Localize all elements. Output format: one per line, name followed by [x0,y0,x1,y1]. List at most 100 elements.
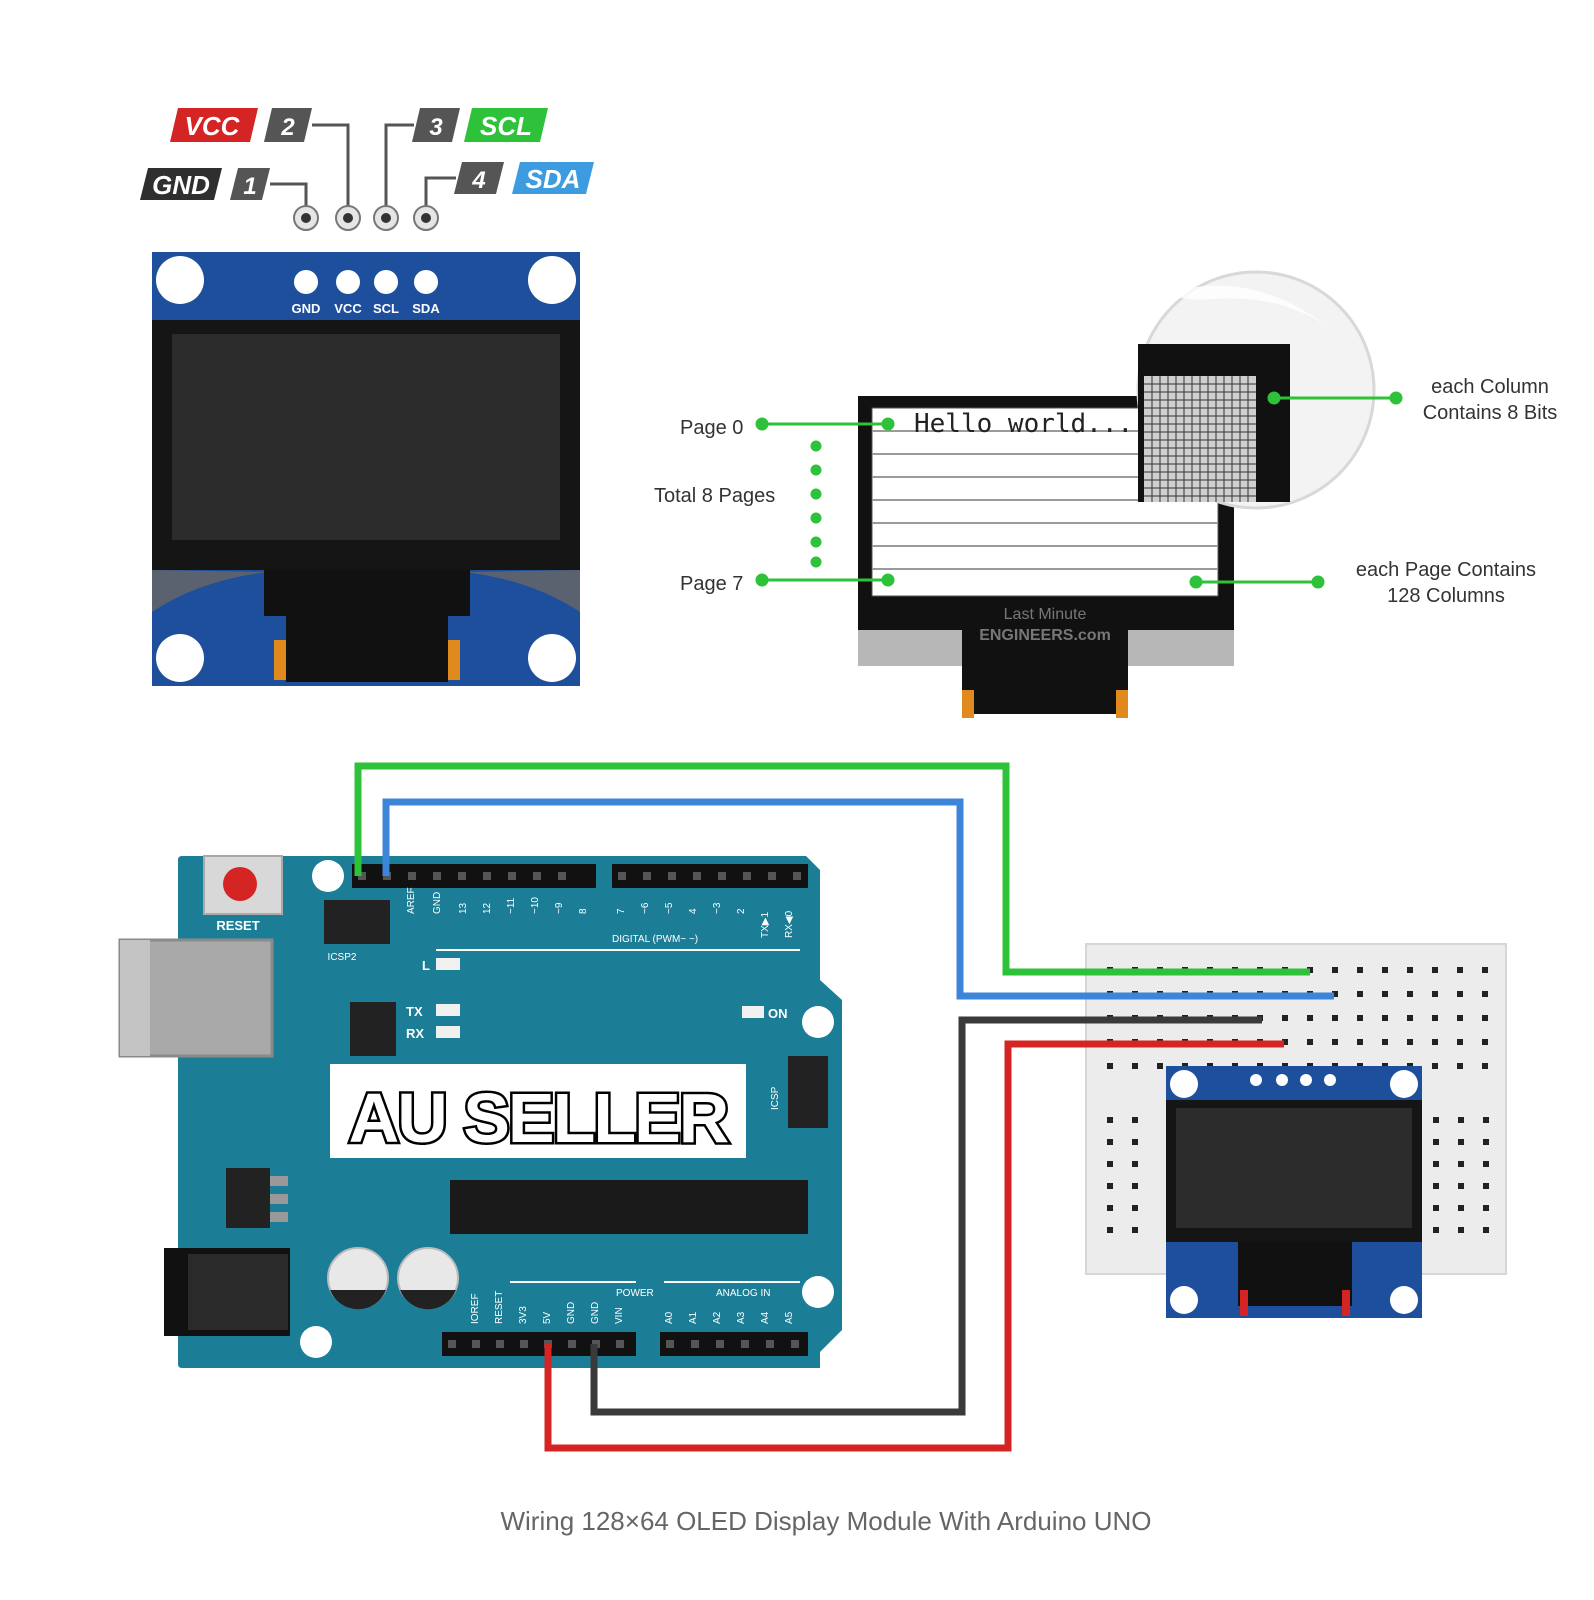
led-rx [436,1026,460,1038]
wires [354,762,1334,1452]
breadboard-hole [1433,1139,1439,1145]
mount-hole [528,634,576,682]
analog-header [660,1332,808,1356]
header-hole [483,872,491,880]
breadboard-hole [1483,1161,1489,1167]
header-hole [358,872,366,880]
header-hole [716,1340,724,1348]
usb-chip [350,1002,396,1056]
breadboard-hole [1407,1015,1413,1021]
breadboard-hole [1332,991,1338,997]
breadboard-hole [1407,967,1413,973]
breadboard-hole [1107,1117,1113,1123]
gnd-pin-number: 1 [243,173,256,200]
header-hole [458,872,466,880]
breadboard-hole [1483,1205,1489,1211]
header-label-vcc: VCC [334,301,362,316]
gnd-pin-tag: GND 1 [140,168,270,200]
vcc-label: VCC [185,111,241,141]
breadboard-hole [1433,1117,1439,1123]
page-note-line1: each Page Contains [1356,559,1536,581]
digital-header-left [352,864,596,888]
breadboard-hole [1433,1205,1439,1211]
led-rx-label: RX [406,1026,424,1041]
oled-module-small [1166,1066,1422,1318]
column-note-line2: Contains 8 Bits [1423,402,1558,424]
page-0-label: Page 0 [680,417,743,439]
breadboard-hole [1433,1183,1439,1189]
breadboard-hole [1483,1183,1489,1189]
breadboard-hole [1382,1015,1388,1021]
atmega-chip [450,1180,808,1234]
pin-label-a1: A1 [688,1311,699,1324]
breadboard-hole [1483,1227,1489,1233]
breadboard-hole [1282,1039,1288,1045]
sda-label: SDA [526,164,581,194]
wire-scl [382,798,1334,1000]
pin-label-3: ~3 [712,902,723,914]
breadboard-hole [1132,1063,1138,1069]
pin-label-gnd-2: GND [590,1302,601,1324]
breadboard-hole [1432,1039,1438,1045]
breadboard-hole [1382,1039,1388,1045]
pin-label-5v: 5V [542,1311,553,1324]
header-hole [643,872,651,880]
magnifier-lens [1136,270,1376,510]
breadboard-hole [1482,967,1488,973]
breadboard-hole [1132,1205,1138,1211]
gnd-header-label: GND [432,892,443,914]
pin-label-13: 13 [458,902,469,914]
breadboard-hole [1332,1015,1338,1021]
pin-label-reset: RESET [494,1291,505,1324]
breadboard-hole [1357,1039,1363,1045]
header-hole [666,1340,674,1348]
header-hole [408,872,416,880]
header-hole [791,1340,799,1348]
icsp2-label: ICSP2 [328,952,357,963]
header-hole [741,1340,749,1348]
pin-label-a0: A0 [664,1311,675,1324]
oled-module-large: GND VCC SCL SDA [152,252,580,686]
breadboard-hole [1483,1117,1489,1123]
digital-pin-labels: 13 12 ~11 ~10 ~9 8 7 ~6 ~5 4 ~3 2 TX▶1 R… [458,897,795,938]
breadboard-hole [1482,991,1488,997]
breadboard-hole [1132,1117,1138,1123]
breadboard-hole [1132,1183,1138,1189]
breadboard-hole [1457,991,1463,997]
header-hole [533,872,541,880]
pin-label-11: ~11 [506,897,517,914]
breadboard-hole [1332,1039,1338,1045]
brand-watermark-bottom: ENGINEERS.com [979,627,1111,644]
annotation-leaders [755,391,1403,589]
pin-label-9: ~9 [554,902,565,914]
icsp2-header [324,900,390,944]
pin-label-10: ~10 [530,897,541,914]
voltage-regulator [226,1168,270,1228]
reset-button [203,855,283,915]
brand-watermark-top: Last Minute [1004,606,1087,623]
pin-label-ioref: IOREF [470,1293,481,1324]
analog-in-label: ANALOG IN [716,1288,770,1299]
column-note-line1: each Column [1431,376,1549,398]
power-label: POWER [616,1288,654,1299]
led-tx [436,1004,460,1016]
header-label-scl: SCL [373,301,399,316]
breadboard-hole [1107,1161,1113,1167]
header-hole [668,872,676,880]
pin-label-5: ~5 [664,902,675,914]
led-on [742,1006,764,1018]
header-hole [496,1340,504,1348]
pin-label-3v3: 3V3 [518,1306,529,1324]
pin-label-vin: VIN [614,1307,625,1324]
breadboard-hole [1432,1015,1438,1021]
pin-label-12: 12 [482,902,493,914]
breadboard-hole [1482,1063,1488,1069]
power-pin-labels: IOREF RESET 3V3 5V GND GND VIN [470,1291,625,1324]
header-hole [433,872,441,880]
digital-pwm-label: DIGITAL (PWM~ ~) [612,934,698,945]
mount-hole [528,256,576,304]
header-hole [618,872,626,880]
breadboard-hole [1458,1183,1464,1189]
pin-label-a4: A4 [760,1311,771,1324]
breadboard-hole [1458,1161,1464,1167]
